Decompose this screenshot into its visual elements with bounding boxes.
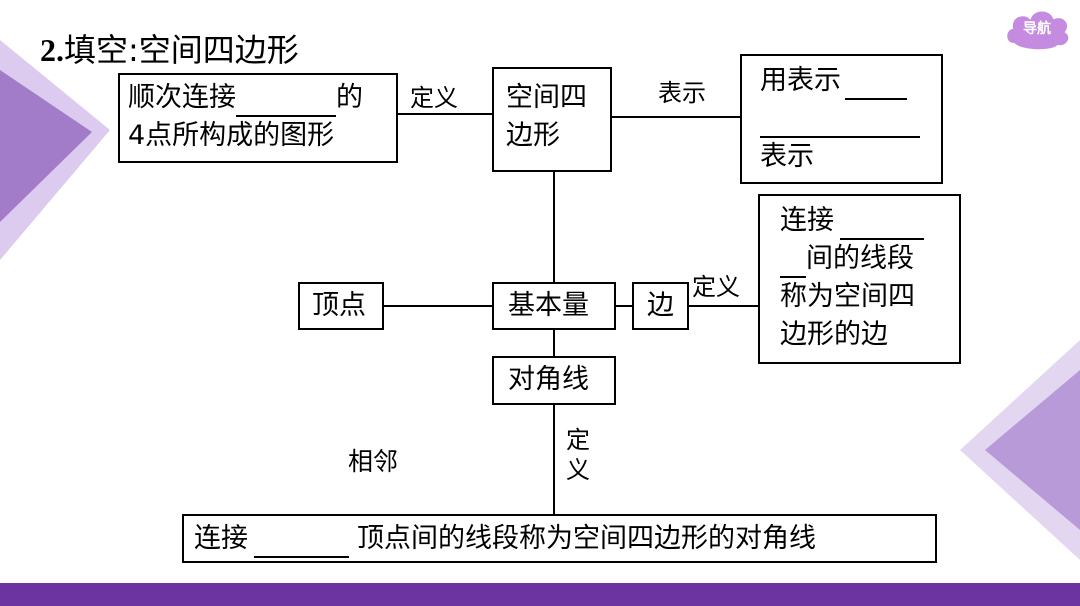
title-text: 填空:空间四边形 bbox=[64, 31, 299, 69]
title-number: 2. bbox=[40, 32, 64, 68]
edge-definition-box: 连接 间的线段 称为空间四 边形的边 bbox=[758, 194, 961, 364]
edge-label: 边 bbox=[647, 290, 674, 321]
notation-line2 bbox=[760, 100, 941, 138]
bottom-bar bbox=[0, 583, 1080, 606]
notation-text-1: 用表示 bbox=[760, 65, 841, 96]
edge-def-blank-2[interactable] bbox=[780, 246, 806, 278]
diagonal-definition-box: 连接 顶点间的线段称为空间四边形的对角线 bbox=[182, 514, 937, 563]
diag-def-line: 连接 顶点间的线段称为空间四边形的对角线 bbox=[194, 520, 935, 558]
right-decor-dark bbox=[985, 370, 1080, 530]
define-label-diag-2: 义 bbox=[566, 456, 590, 484]
diagonal-label: 对角线 bbox=[508, 364, 589, 395]
notation-blank-2[interactable] bbox=[760, 106, 920, 138]
vertex-label: 顶点 bbox=[312, 290, 366, 321]
diag-def-text-b: 顶点间的线段称为空间四边形的对角线 bbox=[357, 523, 816, 554]
definition-box: 顺次连接 的 4点所构成的图形 bbox=[118, 73, 398, 163]
page-title: 2.填空:空间四边形 bbox=[40, 30, 299, 70]
define-label-diag-1: 定 bbox=[566, 426, 590, 454]
basic-label: 基本量 bbox=[508, 290, 589, 321]
define-label-top: 定义 bbox=[410, 84, 458, 112]
vertex-box: 顶点 bbox=[298, 282, 384, 330]
define-label-edge: 定义 bbox=[692, 273, 740, 301]
definition-text-b: 的 bbox=[336, 82, 363, 113]
basic-box: 基本量 bbox=[492, 282, 616, 330]
center-line2: 边形 bbox=[506, 120, 560, 151]
left-decor-dark bbox=[0, 70, 92, 222]
definition-line1: 顺次连接 的 bbox=[128, 79, 396, 117]
edge-def-text-2: 间的线段 bbox=[806, 243, 914, 274]
edge-def-line3: 称为空间四 bbox=[780, 281, 915, 312]
edge-def-text-1: 连接 bbox=[780, 205, 834, 236]
diag-def-text-a: 连接 bbox=[194, 523, 248, 554]
definition-line2: 4点所构成的图形 bbox=[128, 120, 335, 151]
edge-def-line4: 边形的边 bbox=[780, 319, 888, 350]
edge-def-blank-1[interactable] bbox=[840, 208, 924, 240]
center-box: 空间四 边形 bbox=[492, 67, 612, 172]
nav-cloud-icon[interactable] bbox=[1002, 6, 1072, 52]
center-line1: 空间四 bbox=[506, 82, 587, 113]
diag-def-blank[interactable] bbox=[254, 526, 349, 558]
definition-blank[interactable] bbox=[236, 85, 336, 117]
nav-label[interactable]: 导航 bbox=[1023, 21, 1051, 37]
adjacent-label: 相邻 bbox=[348, 447, 399, 476]
definition-text-a: 顺次连接 bbox=[128, 82, 236, 113]
edge-def-line1: 连接 bbox=[780, 202, 959, 240]
connector-lines bbox=[384, 113, 758, 514]
edge-box: 边 bbox=[632, 282, 689, 330]
notation-line3: 表示 bbox=[760, 141, 814, 172]
notation-blank-1[interactable] bbox=[845, 68, 907, 100]
diagonal-box: 对角线 bbox=[492, 356, 616, 405]
represent-label: 表示 bbox=[658, 79, 706, 107]
notation-line1: 用表示 bbox=[760, 62, 941, 100]
edge-def-line2: 间的线段 bbox=[780, 240, 959, 278]
notation-box: 用表示 表示 bbox=[740, 54, 943, 184]
